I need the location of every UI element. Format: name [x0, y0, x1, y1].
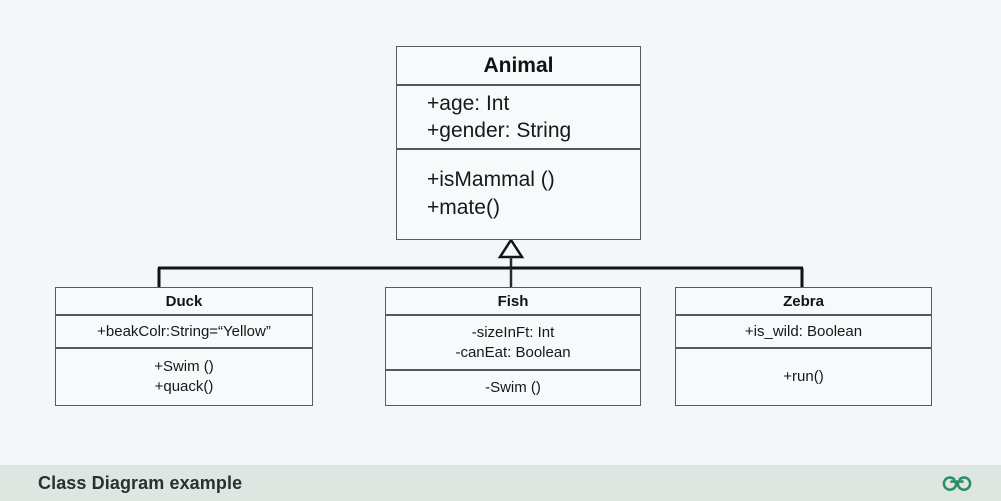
uml-class-duck-attributes: +beakColr:String=“Yellow” — [56, 316, 312, 349]
uml-class-fish-title: Fish — [386, 288, 640, 316]
uml-class-fish[interactable]: Fish -sizeInFt: Int -canEat: Boolean -Sw… — [385, 287, 641, 406]
uml-class-duck[interactable]: Duck +beakColr:String=“Yellow” +Swim () … — [55, 287, 313, 406]
uml-class-animal-title: Animal — [397, 47, 640, 86]
uml-class-zebra[interactable]: Zebra +is_wild: Boolean +run() — [675, 287, 932, 406]
uml-attribute: -canEat: Boolean — [455, 343, 571, 361]
footer-caption: Class Diagram example — [38, 472, 243, 493]
uml-attribute: +is_wild: Boolean — [744, 322, 863, 340]
uml-class-animal-operations: +isMammal () +mate() — [397, 150, 640, 237]
uml-attribute: +age: Int — [427, 91, 510, 115]
uml-class-duck-title: Duck — [56, 288, 312, 316]
uml-operation: +run() — [783, 367, 824, 385]
uml-attribute: -sizeInFt: Int — [471, 324, 555, 341]
uml-operation: -Swim () — [485, 378, 541, 396]
uml-class-animal-attributes: +age: Int +gender: String — [397, 86, 640, 150]
uml-class-fish-attributes: -sizeInFt: Int -canEat: Boolean — [386, 316, 640, 371]
uml-class-animal[interactable]: Animal +age: Int +gender: String +isMamm… — [396, 46, 641, 240]
uml-operation: +mate() — [427, 195, 500, 219]
geeksforgeeks-logo — [942, 476, 972, 492]
generalization-connector — [157, 237, 804, 288]
uml-class-zebra-attributes: +is_wild: Boolean — [676, 316, 931, 349]
uml-class-duck-operations: +Swim () +quack() — [56, 349, 312, 404]
inheritance-triangle-icon — [497, 237, 525, 259]
uml-class-zebra-operations: +run() — [676, 349, 931, 404]
uml-operation: +Swim () — [154, 358, 214, 375]
uml-operation: +isMammal () — [427, 168, 555, 192]
diagram-canvas: Animal +age: Int +gender: String +isMamm… — [55, 46, 932, 406]
uml-class-zebra-title: Zebra — [676, 288, 931, 316]
uml-operation: +quack() — [154, 377, 214, 395]
uml-attribute: +gender: String — [427, 119, 572, 142]
footer-bar: Class Diagram example — [0, 465, 1001, 501]
uml-attribute: +beakColr:String=“Yellow” — [97, 322, 271, 340]
uml-class-fish-operations: -Swim () — [386, 371, 640, 404]
